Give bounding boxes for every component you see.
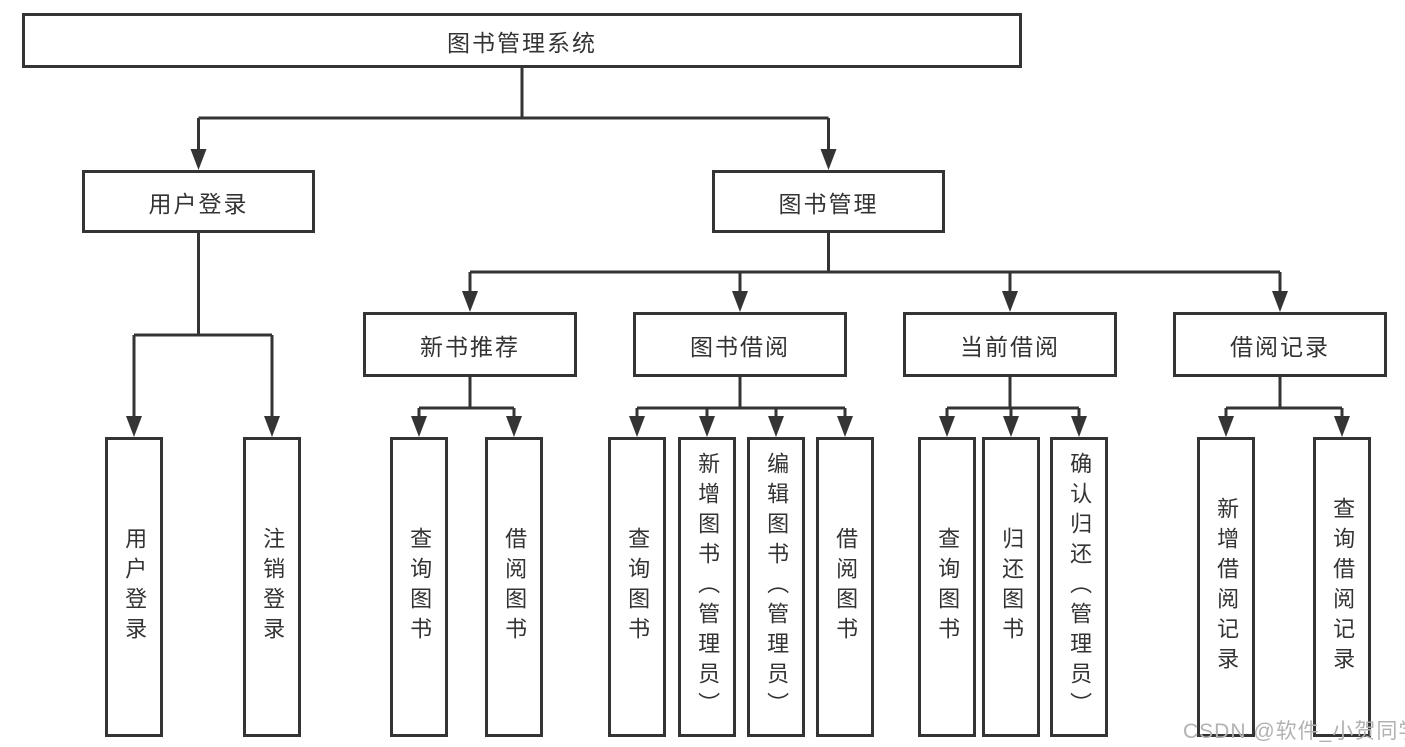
node-label: 查询图书 bbox=[407, 527, 433, 647]
connector-new-book-branch bbox=[411, 377, 522, 437]
leaf-query-borrow-record: 查询借阅记录 bbox=[1313, 437, 1371, 737]
node-new-book-recommend: 新书推荐 bbox=[363, 312, 577, 377]
connector-book-management-branch bbox=[462, 233, 1288, 312]
node-label: 注销登录 bbox=[260, 527, 286, 647]
node-label: 新增借阅记录 bbox=[1214, 497, 1240, 677]
leaf-return-books: 归还图书 bbox=[982, 437, 1040, 737]
leaf-logout: 注销登录 bbox=[243, 437, 301, 737]
node-label: 用户登录 bbox=[148, 190, 249, 217]
leaf-borrow-books: 借阅图书 bbox=[816, 437, 874, 737]
leaf-add-book-admin: 新增图书（管理员） bbox=[678, 437, 736, 737]
node-label: 当前借阅 bbox=[960, 333, 1060, 360]
connector-user-login-branch bbox=[126, 233, 280, 437]
node-label: 查询图书 bbox=[625, 527, 651, 647]
node-label: 新书推荐 bbox=[420, 333, 520, 360]
node-current-borrow: 当前借阅 bbox=[903, 312, 1117, 377]
node-book-borrow: 图书借阅 bbox=[633, 312, 847, 377]
leaf-confirm-return-admin: 确认归还（管理员） bbox=[1050, 437, 1108, 737]
node-label: 查询借阅记录 bbox=[1330, 497, 1356, 677]
leaf-query-books-recommend: 查询图书 bbox=[390, 437, 448, 737]
node-book-management: 图书管理 bbox=[712, 170, 945, 233]
node-label: 图书借阅 bbox=[690, 333, 790, 360]
node-label: 图书管理系统 bbox=[447, 29, 597, 56]
node-label: 图书管理 bbox=[778, 190, 879, 217]
leaf-add-borrow-record: 新增借阅记录 bbox=[1197, 437, 1255, 737]
node-label: 新增图书（管理员） bbox=[695, 452, 721, 722]
connector-book-borrow-branch bbox=[629, 377, 853, 437]
connector-root-branch bbox=[190, 68, 837, 170]
node-label: 确认归还（管理员） bbox=[1067, 452, 1093, 722]
node-label: 查询图书 bbox=[935, 527, 961, 647]
connector-borrow-records-branch bbox=[1218, 377, 1350, 437]
node-root: 图书管理系统 bbox=[22, 13, 1022, 68]
node-label: 借阅图书 bbox=[502, 527, 528, 647]
leaf-query-books-current: 查询图书 bbox=[918, 437, 976, 737]
watermark: CSDN @软件_小贺同学 bbox=[1183, 720, 1405, 743]
leaf-query-books-borrow: 查询图书 bbox=[608, 437, 666, 737]
node-label: 借阅记录 bbox=[1230, 333, 1330, 360]
node-label: 编辑图书（管理员） bbox=[764, 452, 790, 722]
node-label: 借阅图书 bbox=[833, 527, 859, 647]
node-user-login: 用户登录 bbox=[82, 170, 315, 233]
connector-current-borrow-branch bbox=[939, 377, 1087, 437]
node-borrow-records: 借阅记录 bbox=[1173, 312, 1387, 377]
leaf-edit-book-admin: 编辑图书（管理员） bbox=[747, 437, 805, 737]
leaf-user-login: 用户登录 bbox=[105, 437, 163, 737]
node-label: 归还图书 bbox=[999, 527, 1025, 647]
node-label: 用户登录 bbox=[122, 527, 148, 647]
leaf-borrow-books-recommend: 借阅图书 bbox=[485, 437, 543, 737]
